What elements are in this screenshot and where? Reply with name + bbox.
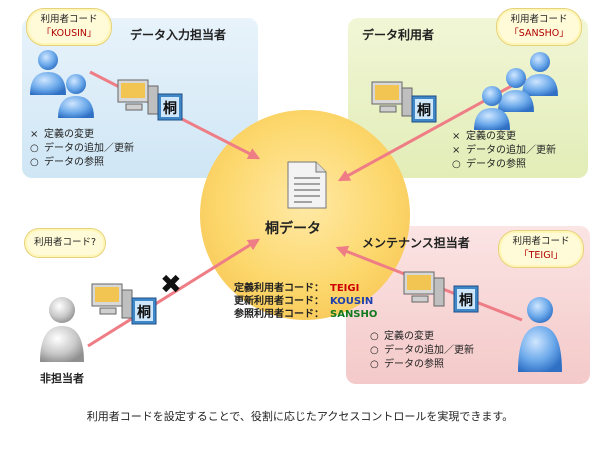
permission-row: × 定義の変更 bbox=[452, 130, 556, 144]
kiri-app-icon bbox=[411, 95, 437, 123]
permission-text: 定義の変更 bbox=[44, 129, 94, 140]
non-member-title: 非担当者 bbox=[40, 372, 84, 385]
permission-row: ○ データの参照 bbox=[452, 158, 556, 172]
user-code-bubble: 利用者コード 「KOUSIN」 bbox=[26, 8, 112, 46]
permission-text: データの参照 bbox=[384, 359, 444, 370]
permission-row: ○ 定義の変更 bbox=[370, 330, 474, 344]
permission-text: データの追加／更新 bbox=[466, 145, 556, 156]
bubble-label: 利用者コード bbox=[512, 236, 570, 247]
data-user-title: データ利用者 bbox=[362, 28, 435, 42]
arrow-non-member bbox=[87, 238, 261, 348]
person-gray-icon bbox=[40, 297, 84, 362]
bubble-code: 「KOUSIN」 bbox=[41, 28, 97, 39]
caption: 利用者コードを設定することで、役割に応じたアクセスコントロールを実現できます。 bbox=[86, 410, 514, 423]
computer-icon bbox=[403, 271, 445, 307]
permission-row: × データの追加／更新 bbox=[452, 144, 556, 158]
kiri-app-icon bbox=[131, 297, 157, 325]
permission-mark: ○ bbox=[370, 345, 379, 356]
kiri-data-title: 桐データ bbox=[265, 221, 321, 237]
permission-mark: × bbox=[452, 131, 461, 142]
blocked-icon: ✖ bbox=[160, 270, 182, 300]
data-entry-title: データ入力担当者 bbox=[130, 28, 227, 42]
permission-row: × 定義の変更 bbox=[30, 128, 134, 142]
code-label: 定義利用者コード： bbox=[234, 283, 324, 294]
permission-mark: × bbox=[30, 129, 39, 140]
code-row: 定義利用者コード： TEIGI bbox=[234, 282, 377, 295]
code-label: 参照利用者コード： bbox=[234, 309, 324, 320]
permission-text: データの追加／更新 bbox=[384, 345, 474, 356]
bubble-label: 利用者コード? bbox=[33, 237, 97, 248]
code-value: SANSHO bbox=[330, 309, 378, 320]
kiri-glyph: 桐 bbox=[137, 305, 151, 321]
kiri-app-icon bbox=[453, 285, 479, 313]
bubble-code: 「TEIGI」 bbox=[519, 250, 563, 261]
person-icon bbox=[30, 50, 66, 95]
bubble-code: 「SANSHO」 bbox=[509, 28, 569, 39]
permission-text: データの参照 bbox=[466, 159, 526, 170]
permission-text: データの参照 bbox=[44, 157, 104, 168]
permission-mark: × bbox=[452, 145, 461, 156]
person-icon bbox=[498, 68, 534, 112]
permission-text: 定義の変更 bbox=[384, 331, 434, 342]
person-icon bbox=[474, 86, 510, 130]
permission-mark: ○ bbox=[370, 331, 379, 342]
permission-row: ○ データの追加／更新 bbox=[370, 344, 474, 358]
kiri-app-icon bbox=[157, 93, 183, 121]
document-icon bbox=[287, 161, 327, 209]
kiri-glyph: 桐 bbox=[417, 103, 431, 119]
code-value: KOUSIN bbox=[330, 296, 374, 307]
code-label: 更新利用者コード： bbox=[234, 296, 324, 307]
permission-row: ○ データの参照 bbox=[30, 156, 134, 170]
code-value: TEIGI bbox=[330, 283, 360, 294]
permission-mark: ○ bbox=[30, 143, 39, 154]
computer-icon bbox=[371, 81, 413, 117]
permission-list: × 定義の変更 × データの追加／更新 ○ データの参照 bbox=[452, 130, 556, 172]
maintenance-title: メンテナンス担当者 bbox=[362, 236, 470, 250]
permission-row: ○ データの参照 bbox=[370, 358, 474, 372]
computer-icon bbox=[91, 283, 133, 319]
permission-mark: ○ bbox=[452, 159, 461, 170]
kiri-glyph: 桐 bbox=[459, 293, 473, 309]
code-row: 更新利用者コード： KOUSIN bbox=[234, 295, 377, 308]
permission-mark: ○ bbox=[30, 157, 39, 168]
person-icon bbox=[522, 52, 558, 96]
computer-icon bbox=[117, 79, 159, 115]
bubble-label: 利用者コード bbox=[510, 14, 568, 25]
permission-mark: ○ bbox=[370, 359, 379, 370]
permission-text: データの追加／更新 bbox=[44, 143, 134, 154]
permission-row: ○ データの追加／更新 bbox=[30, 142, 134, 156]
kiri-glyph: 桐 bbox=[163, 101, 177, 117]
user-code-list: 定義利用者コード： TEIGI 更新利用者コード： KOUSIN 参照利用者コード：… bbox=[234, 282, 377, 321]
user-code-bubble: 利用者コード 「SANSHO」 bbox=[496, 8, 582, 46]
bubble-label: 利用者コード bbox=[40, 14, 98, 25]
user-code-bubble: 利用者コード 「TEIGI」 bbox=[498, 230, 584, 268]
person-icon bbox=[518, 297, 562, 372]
permission-text: 定義の変更 bbox=[466, 131, 516, 142]
permission-list: ○ 定義の変更 ○ データの追加／更新 ○ データの参照 bbox=[370, 330, 474, 372]
user-code-bubble: 利用者コード? bbox=[24, 228, 106, 258]
person-icon bbox=[58, 74, 94, 118]
permission-list: × 定義の変更 ○ データの追加／更新 ○ データの参照 bbox=[30, 128, 134, 170]
code-row: 参照利用者コード： SANSHO bbox=[234, 308, 377, 321]
